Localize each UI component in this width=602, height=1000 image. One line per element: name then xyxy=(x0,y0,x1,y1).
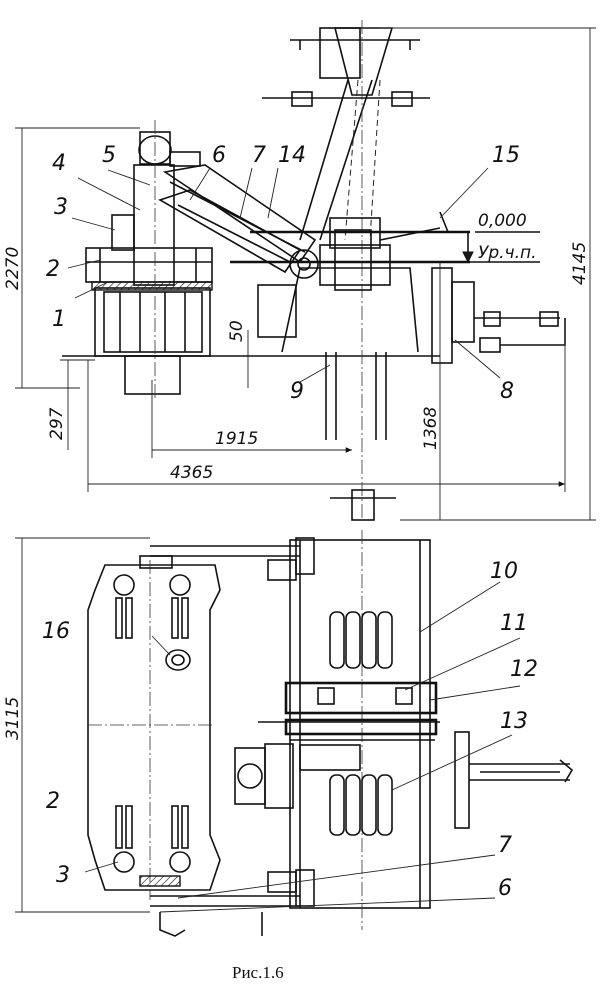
label-13: 13 xyxy=(500,709,528,734)
right-shaft xyxy=(454,731,574,829)
label-11: 11 xyxy=(500,611,528,636)
label-2: 2 xyxy=(46,257,60,282)
pit-foundation xyxy=(230,260,566,521)
dim-1368-text: 1368 xyxy=(421,407,441,450)
dim-3115-text: 3115 xyxy=(3,697,23,740)
dimension-4365: 4365 xyxy=(87,320,566,492)
main-frame-plan xyxy=(267,530,431,930)
loading-arm xyxy=(262,20,430,520)
machine-base xyxy=(91,281,213,395)
dimension-1915: 1915 xyxy=(151,380,352,458)
dim-297-text: 297 xyxy=(47,407,67,440)
dimension-297: 297 xyxy=(47,359,95,450)
label-16: 16 xyxy=(42,619,70,644)
labels-top: 1 2 3 4 5 6 7 14 15 9 8 xyxy=(46,143,520,404)
label-10: 10 xyxy=(490,559,518,584)
column-assembly xyxy=(111,120,201,400)
table-2 xyxy=(85,247,213,283)
dim-1915-text: 1915 xyxy=(215,429,258,449)
level-mark: 0,000 Ур.ч.п. xyxy=(462,211,540,264)
label-3-plan: 3 xyxy=(56,863,70,888)
labels-plan: 10 11 12 13 16 2 3 7 6 xyxy=(42,559,538,901)
label-12: 12 xyxy=(510,657,538,682)
dimension-3115: 3115 xyxy=(3,537,150,913)
level-name: Ур.ч.п. xyxy=(478,243,537,263)
label-7-plan: 7 xyxy=(498,833,512,858)
inclined-chute xyxy=(158,164,319,338)
plan-view: 3115 xyxy=(3,530,574,937)
leader-lines-plan xyxy=(84,581,521,913)
label-6-plan: 6 xyxy=(498,876,512,901)
table-2-plan xyxy=(87,555,221,900)
dimension-4145: 4145 xyxy=(380,27,596,521)
roller-group-upper xyxy=(329,611,393,669)
label-3: 3 xyxy=(54,195,68,220)
central-table-plan xyxy=(258,681,440,771)
dimension-2270: 2270 xyxy=(3,127,140,389)
label-2-plan: 2 xyxy=(46,789,60,814)
plan-arms xyxy=(150,545,300,937)
label-6: 6 xyxy=(212,143,226,168)
label-8: 8 xyxy=(500,379,514,404)
central-unit xyxy=(250,211,470,291)
elevation-view: 2270 297 xyxy=(3,20,596,521)
label-1: 1 xyxy=(52,307,66,332)
dimension-1368: 1368 xyxy=(421,262,441,520)
label-15: 15 xyxy=(492,143,520,168)
label-14: 14 xyxy=(278,143,306,168)
roller-group-lower xyxy=(329,774,393,836)
dim-2270-text: 2270 xyxy=(3,247,23,290)
label-4: 4 xyxy=(52,151,66,176)
label-7: 7 xyxy=(252,143,266,168)
drive-unit-plan xyxy=(234,743,294,809)
level-value: 0,000 xyxy=(478,211,527,231)
figure-caption: Рис.1.6 xyxy=(232,963,284,982)
dim-4365-text: 4365 xyxy=(170,463,213,483)
dim-50-text: 50 xyxy=(227,320,247,342)
label-5: 5 xyxy=(102,143,116,168)
dimension-50: 50 xyxy=(227,320,249,388)
dim-4145-text: 4145 xyxy=(570,242,590,285)
label-9: 9 xyxy=(290,379,304,404)
leader-lines-top xyxy=(67,167,501,383)
